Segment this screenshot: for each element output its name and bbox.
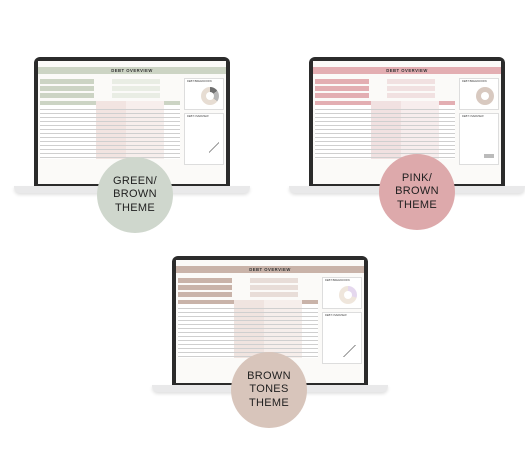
summary-row [112, 79, 160, 84]
table-row [315, 141, 455, 142]
summary-row [250, 285, 298, 290]
summary-row [178, 292, 232, 297]
table-row [315, 137, 455, 138]
table-row [40, 141, 180, 142]
table-row [178, 356, 318, 357]
table-row [40, 153, 180, 154]
table-row [315, 121, 455, 122]
summary-row [178, 278, 232, 283]
table-row [40, 109, 180, 110]
table-row [40, 133, 180, 134]
debt-breakdown-panel: DEBT BREAKDOWN [184, 78, 224, 110]
table-row [315, 149, 455, 150]
summary-row [387, 93, 435, 98]
summary-row [387, 79, 435, 84]
sheet-title: DEBT OVERVIEW [111, 68, 153, 73]
overview-title: DEBT OVERVIEW [187, 115, 209, 118]
sheet-title: DEBT OVERVIEW [386, 68, 428, 73]
table-row [315, 125, 455, 126]
theme-label-line-2: TONES [249, 383, 289, 396]
table-row [315, 109, 455, 110]
table-row [315, 153, 455, 154]
table-row [315, 133, 455, 134]
theme-label-line-2: BROWN [113, 188, 157, 201]
table-row [40, 129, 180, 130]
summary-row [250, 292, 298, 297]
table-row [40, 145, 180, 146]
theme-label-line-3: THEME [249, 396, 289, 409]
donut-chart [339, 286, 357, 304]
table-row [40, 137, 180, 138]
summary-row [250, 278, 298, 283]
summary-row [387, 86, 435, 91]
breakdown-title: DEBT BREAKDOWN [187, 80, 212, 83]
table-row [315, 145, 455, 146]
theme-label-line-1: PINK/ [401, 171, 433, 184]
table-row [178, 344, 318, 345]
theme-badge-pink-brown: PINK/ BROWN THEME [379, 154, 455, 230]
summary-row [315, 93, 369, 98]
overview-title: DEBT OVERVIEW [325, 314, 347, 317]
overview-title: DEBT OVERVIEW [462, 115, 484, 118]
debt-overview-panel: DEBT OVERVIEW [459, 113, 499, 165]
summary-row [315, 86, 369, 91]
table-row [315, 129, 455, 130]
summary-row [112, 86, 160, 91]
table-row [40, 117, 180, 118]
breakdown-title: DEBT BREAKDOWN [462, 80, 487, 83]
debt-table [178, 300, 318, 358]
theme-label-line-2: BROWN [395, 185, 439, 198]
debt-overview-panel: DEBT OVERVIEW [322, 312, 362, 364]
theme-label-line-1: BROWN [247, 369, 291, 382]
debt-table [40, 101, 180, 159]
summary-row [112, 93, 160, 98]
table-row [315, 157, 455, 158]
table-row [40, 125, 180, 126]
donut-chart [201, 87, 219, 105]
theme-label-line-3: THEME [397, 198, 437, 211]
theme-badge-green-brown: GREEN/ BROWN THEME [97, 157, 173, 233]
table-row [40, 157, 180, 158]
summary-row [315, 79, 369, 84]
debt-breakdown-panel: DEBT BREAKDOWN [459, 78, 499, 110]
laptop-screen: DEBT OVERVIEW DEBT BREAKDOWN DEBT OVERVI… [34, 57, 230, 186]
table-row [178, 352, 318, 353]
table-row [178, 324, 318, 325]
theme-badge-brown-tones: BROWN TONES THEME [231, 352, 307, 428]
table-row [178, 308, 318, 309]
table-row [178, 332, 318, 333]
theme-label-line-1: GREEN/ [113, 174, 157, 187]
laptop-green-brown: DEBT OVERVIEW DEBT BREAKDOWN DEBT OVERVI… [14, 57, 250, 197]
debt-overview-panel: DEBT OVERVIEW [184, 113, 224, 165]
table-row [178, 320, 318, 321]
table-row [40, 121, 180, 122]
table-row [178, 328, 318, 329]
table-row [178, 336, 318, 337]
table-row [178, 348, 318, 349]
donut-chart [476, 87, 494, 105]
title-bar [313, 67, 501, 74]
title-bar [176, 266, 364, 273]
table-row [178, 312, 318, 313]
sheet-title: DEBT OVERVIEW [249, 267, 291, 272]
debt-breakdown-panel: DEBT BREAKDOWN [322, 277, 362, 309]
table-row [40, 113, 180, 114]
spreadsheet-preview: DEBT OVERVIEW DEBT BREAKDOWN DEBT OVERVI… [176, 260, 364, 383]
table-row [178, 340, 318, 341]
breakdown-title: DEBT BREAKDOWN [325, 279, 350, 282]
table-row [315, 117, 455, 118]
summary-row [178, 285, 232, 290]
summary-row [40, 79, 94, 84]
debt-table [315, 101, 455, 159]
theme-label-line-3: THEME [115, 201, 155, 214]
table-row [40, 149, 180, 150]
spreadsheet-preview: DEBT OVERVIEW DEBT BREAKDOWN DEBT OVERVI… [38, 61, 226, 184]
table-row [315, 113, 455, 114]
title-bar [38, 67, 226, 74]
summary-row [40, 93, 94, 98]
summary-row [40, 86, 94, 91]
table-row [178, 316, 318, 317]
